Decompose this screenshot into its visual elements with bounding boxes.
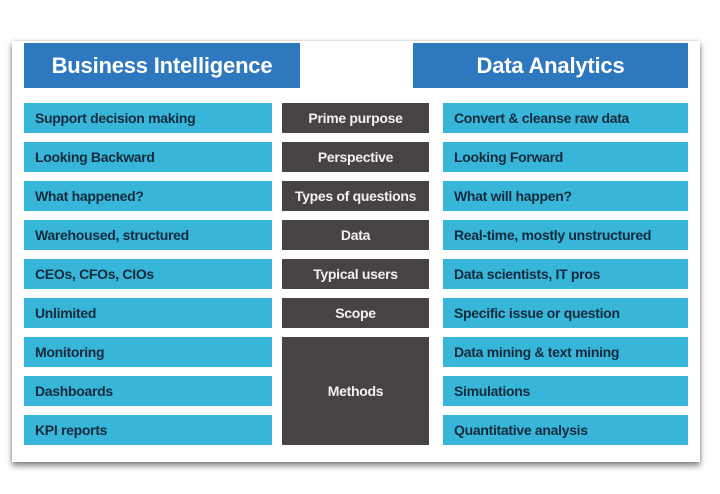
bi-cell-prime-purpose: Support decision making	[24, 103, 272, 133]
header-business-intelligence: Business Intelligence	[24, 43, 300, 88]
data-analytics-column: Convert & cleanse raw data Looking Forwa…	[443, 103, 688, 445]
category-prime-purpose: Prime purpose	[282, 103, 429, 133]
da-cell-method-3: Quantitative analysis	[443, 415, 688, 445]
da-cell-method-1: Data mining & text mining	[443, 337, 688, 367]
bi-cell-method-1: Monitoring	[24, 337, 272, 367]
category-typical-users: Typical users	[282, 259, 429, 289]
bi-cell-perspective: Looking Backward	[24, 142, 272, 172]
da-cell-perspective: Looking Forward	[443, 142, 688, 172]
da-cell-prime-purpose: Convert & cleanse raw data	[443, 103, 688, 133]
da-cell-scope: Specific issue or question	[443, 298, 688, 328]
comparison-card: Business Intelligence Data Analytics Sup…	[12, 41, 700, 462]
category-scope: Scope	[282, 298, 429, 328]
header-data-analytics: Data Analytics	[413, 43, 688, 88]
bi-cell-method-2: Dashboards	[24, 376, 272, 406]
category-questions: Types of questions	[282, 181, 429, 211]
bi-cell-data: Warehoused, structured	[24, 220, 272, 250]
category-methods: Methods	[282, 337, 429, 445]
da-cell-data: Real-time, mostly unstructured	[443, 220, 688, 250]
business-intelligence-column: Support decision making Looking Backward…	[24, 103, 272, 445]
category-column: Prime purpose Perspective Types of quest…	[282, 103, 429, 445]
da-cell-users: Data scientists, IT pros	[443, 259, 688, 289]
bi-cell-questions: What happened?	[24, 181, 272, 211]
bi-cell-scope: Unlimited	[24, 298, 272, 328]
category-data: Data	[282, 220, 429, 250]
da-cell-questions: What will happen?	[443, 181, 688, 211]
category-perspective: Perspective	[282, 142, 429, 172]
bi-cell-users: CEOs, CFOs, CIOs	[24, 259, 272, 289]
bi-cell-method-3: KPI reports	[24, 415, 272, 445]
da-cell-method-2: Simulations	[443, 376, 688, 406]
